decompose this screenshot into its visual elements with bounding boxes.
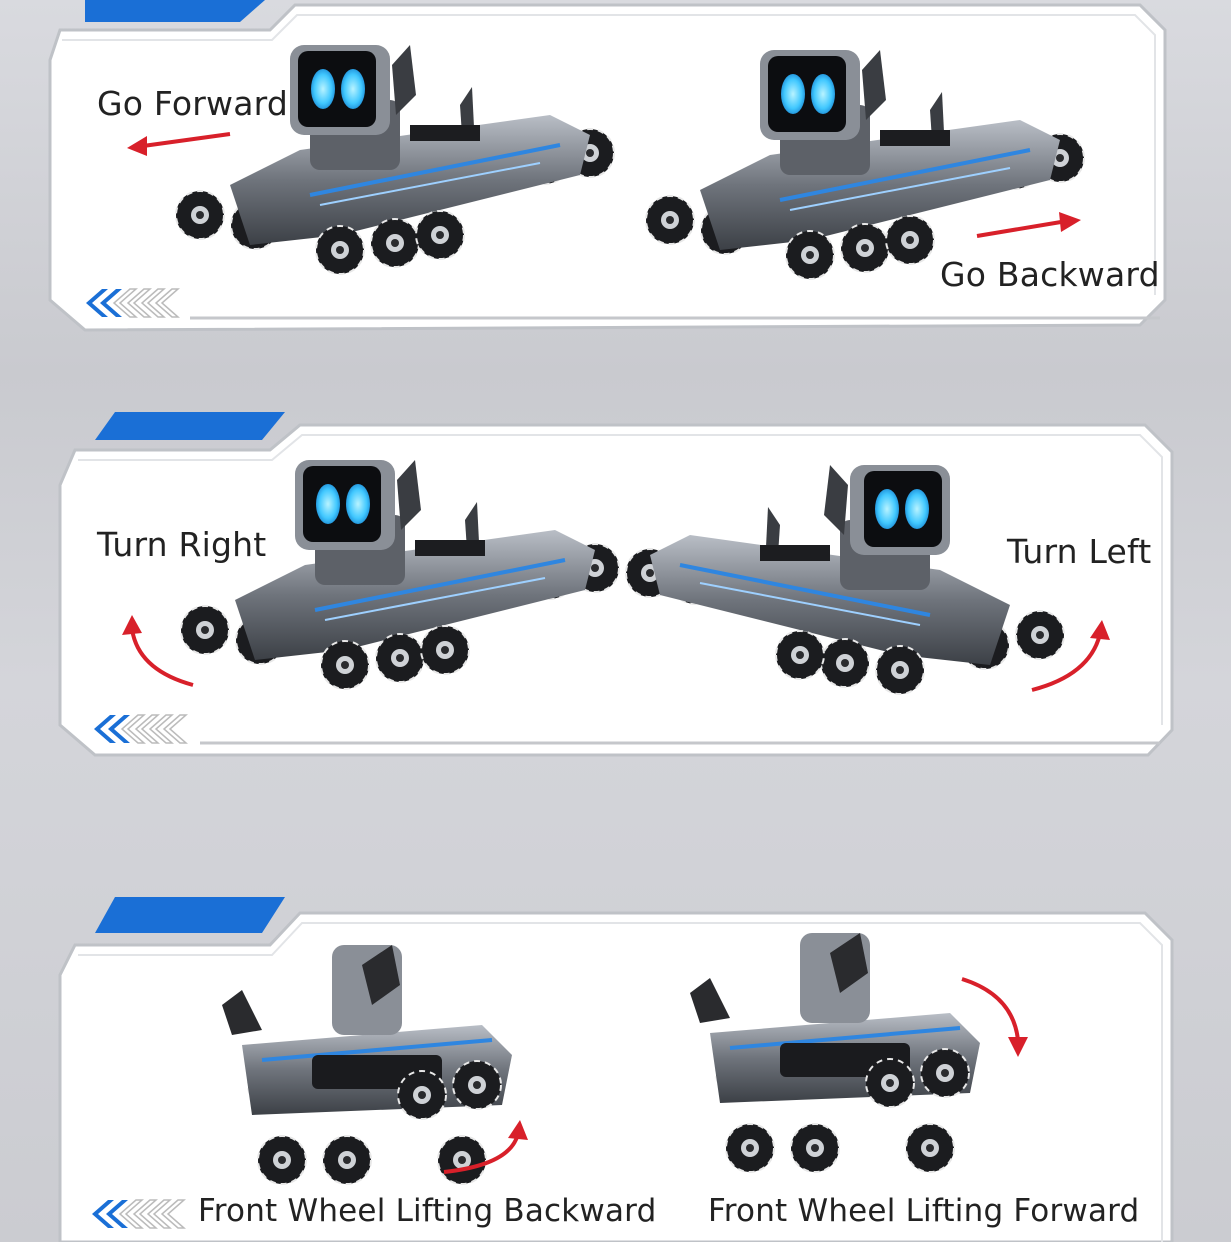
label-front-wheel-lifting-forward: Front Wheel Lifting Forward	[708, 1193, 1140, 1229]
curved-arrow-icon	[443, 1120, 528, 1174]
panel-front-wheel-lifting: Front Wheel Lifting Backward Front Wheel…	[0, 895, 1231, 1242]
chevron-rewind-icon	[91, 1199, 185, 1229]
curved-arrow-icon	[961, 977, 1028, 1057]
curved-arrow-icon	[1031, 620, 1110, 692]
curved-arrow-icon	[122, 615, 194, 687]
robot-dog-image	[160, 45, 630, 295]
robot-dog-image	[610, 465, 1080, 725]
panel-turn-right-left: Turn Right Turn Left	[0, 410, 1231, 765]
chevron-rewind-icon	[93, 714, 187, 744]
chevron-rewind-icon	[85, 288, 179, 318]
panel-frame	[58, 897, 1174, 1242]
arrow-right-icon	[976, 212, 1081, 238]
robot-dog-image	[165, 460, 635, 720]
arrow-left-icon	[127, 132, 231, 156]
label-go-backward: Go Backward	[940, 255, 1160, 294]
panel-go-forward-backward: Go Forward Go Backward	[0, 0, 1231, 345]
label-turn-left: Turn Left	[1007, 532, 1152, 571]
label-front-wheel-lifting-backward: Front Wheel Lifting Backward	[198, 1193, 657, 1229]
label-turn-right: Turn Right	[97, 525, 267, 564]
label-go-forward: Go Forward	[97, 84, 288, 123]
